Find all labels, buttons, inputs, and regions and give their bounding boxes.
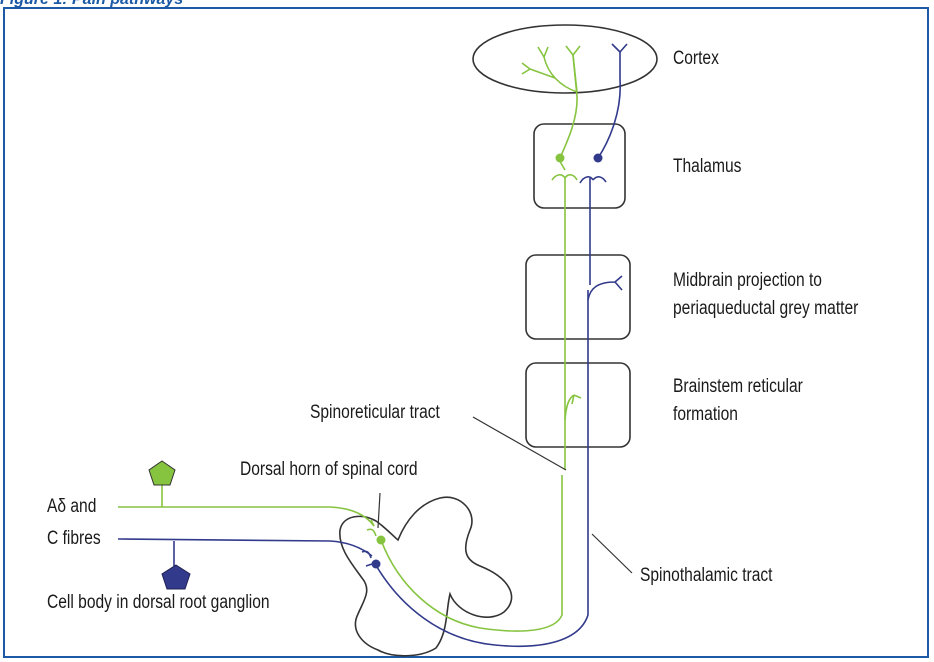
blue-thalamus-branches <box>580 177 606 183</box>
green-cortex-branches <box>522 46 580 92</box>
spinothalamic-leader <box>592 534 632 573</box>
fibres-label-line2: C fibres <box>47 526 101 552</box>
green-terminal-branches <box>367 520 376 536</box>
green-tract <box>118 46 581 631</box>
cortex-label: Cortex <box>673 46 719 72</box>
brainstem-box <box>526 363 630 447</box>
blue-cell-body <box>162 565 190 589</box>
green-dorsal-horn-neuron <box>377 536 386 545</box>
blue-midbrain-branch <box>588 276 622 300</box>
blue-thalamus-neuron <box>594 154 603 163</box>
spinoreticular-leader <box>473 417 566 470</box>
spinoreticular-label: Spinoreticular tract <box>310 400 440 426</box>
brainstem-label-line1: Brainstem reticular <box>673 374 803 400</box>
midbrain-box <box>526 255 630 339</box>
blue-terminal-branches <box>362 551 372 566</box>
thalamus-label: Thalamus <box>673 154 741 180</box>
cell-body-label: Cell body in dorsal root ganglion <box>47 590 270 616</box>
blue-cortex-branches <box>612 44 627 52</box>
cortex-shape <box>473 25 657 93</box>
green-peripheral-fibre <box>118 507 374 526</box>
fibres-label-line1: Aδ and <box>47 494 96 520</box>
leader-lines <box>378 417 632 573</box>
blue-dorsal-horn-neuron <box>372 560 381 569</box>
brainstem-label-line2: formation <box>673 402 738 428</box>
green-brainstem-branch <box>565 395 581 420</box>
spinothalamic-label: Spinothalamic tract <box>640 563 772 589</box>
green-cell-body <box>149 461 175 485</box>
spinal-cord-cross-section <box>340 497 512 656</box>
green-crossing-fibre <box>381 475 562 631</box>
dorsal-horn-label: Dorsal horn of spinal cord <box>240 457 418 483</box>
blue-peripheral-fibre <box>118 539 372 556</box>
midbrain-label-line1: Midbrain projection to <box>673 268 822 294</box>
midbrain-label-line2: periaqueductal grey matter <box>673 296 858 322</box>
green-thalamus-neuron <box>556 154 565 163</box>
blue-thalamocortical <box>598 52 620 158</box>
blue-tract <box>118 44 627 646</box>
thalamus-box <box>534 124 625 208</box>
green-thalamus-branches <box>552 158 577 180</box>
